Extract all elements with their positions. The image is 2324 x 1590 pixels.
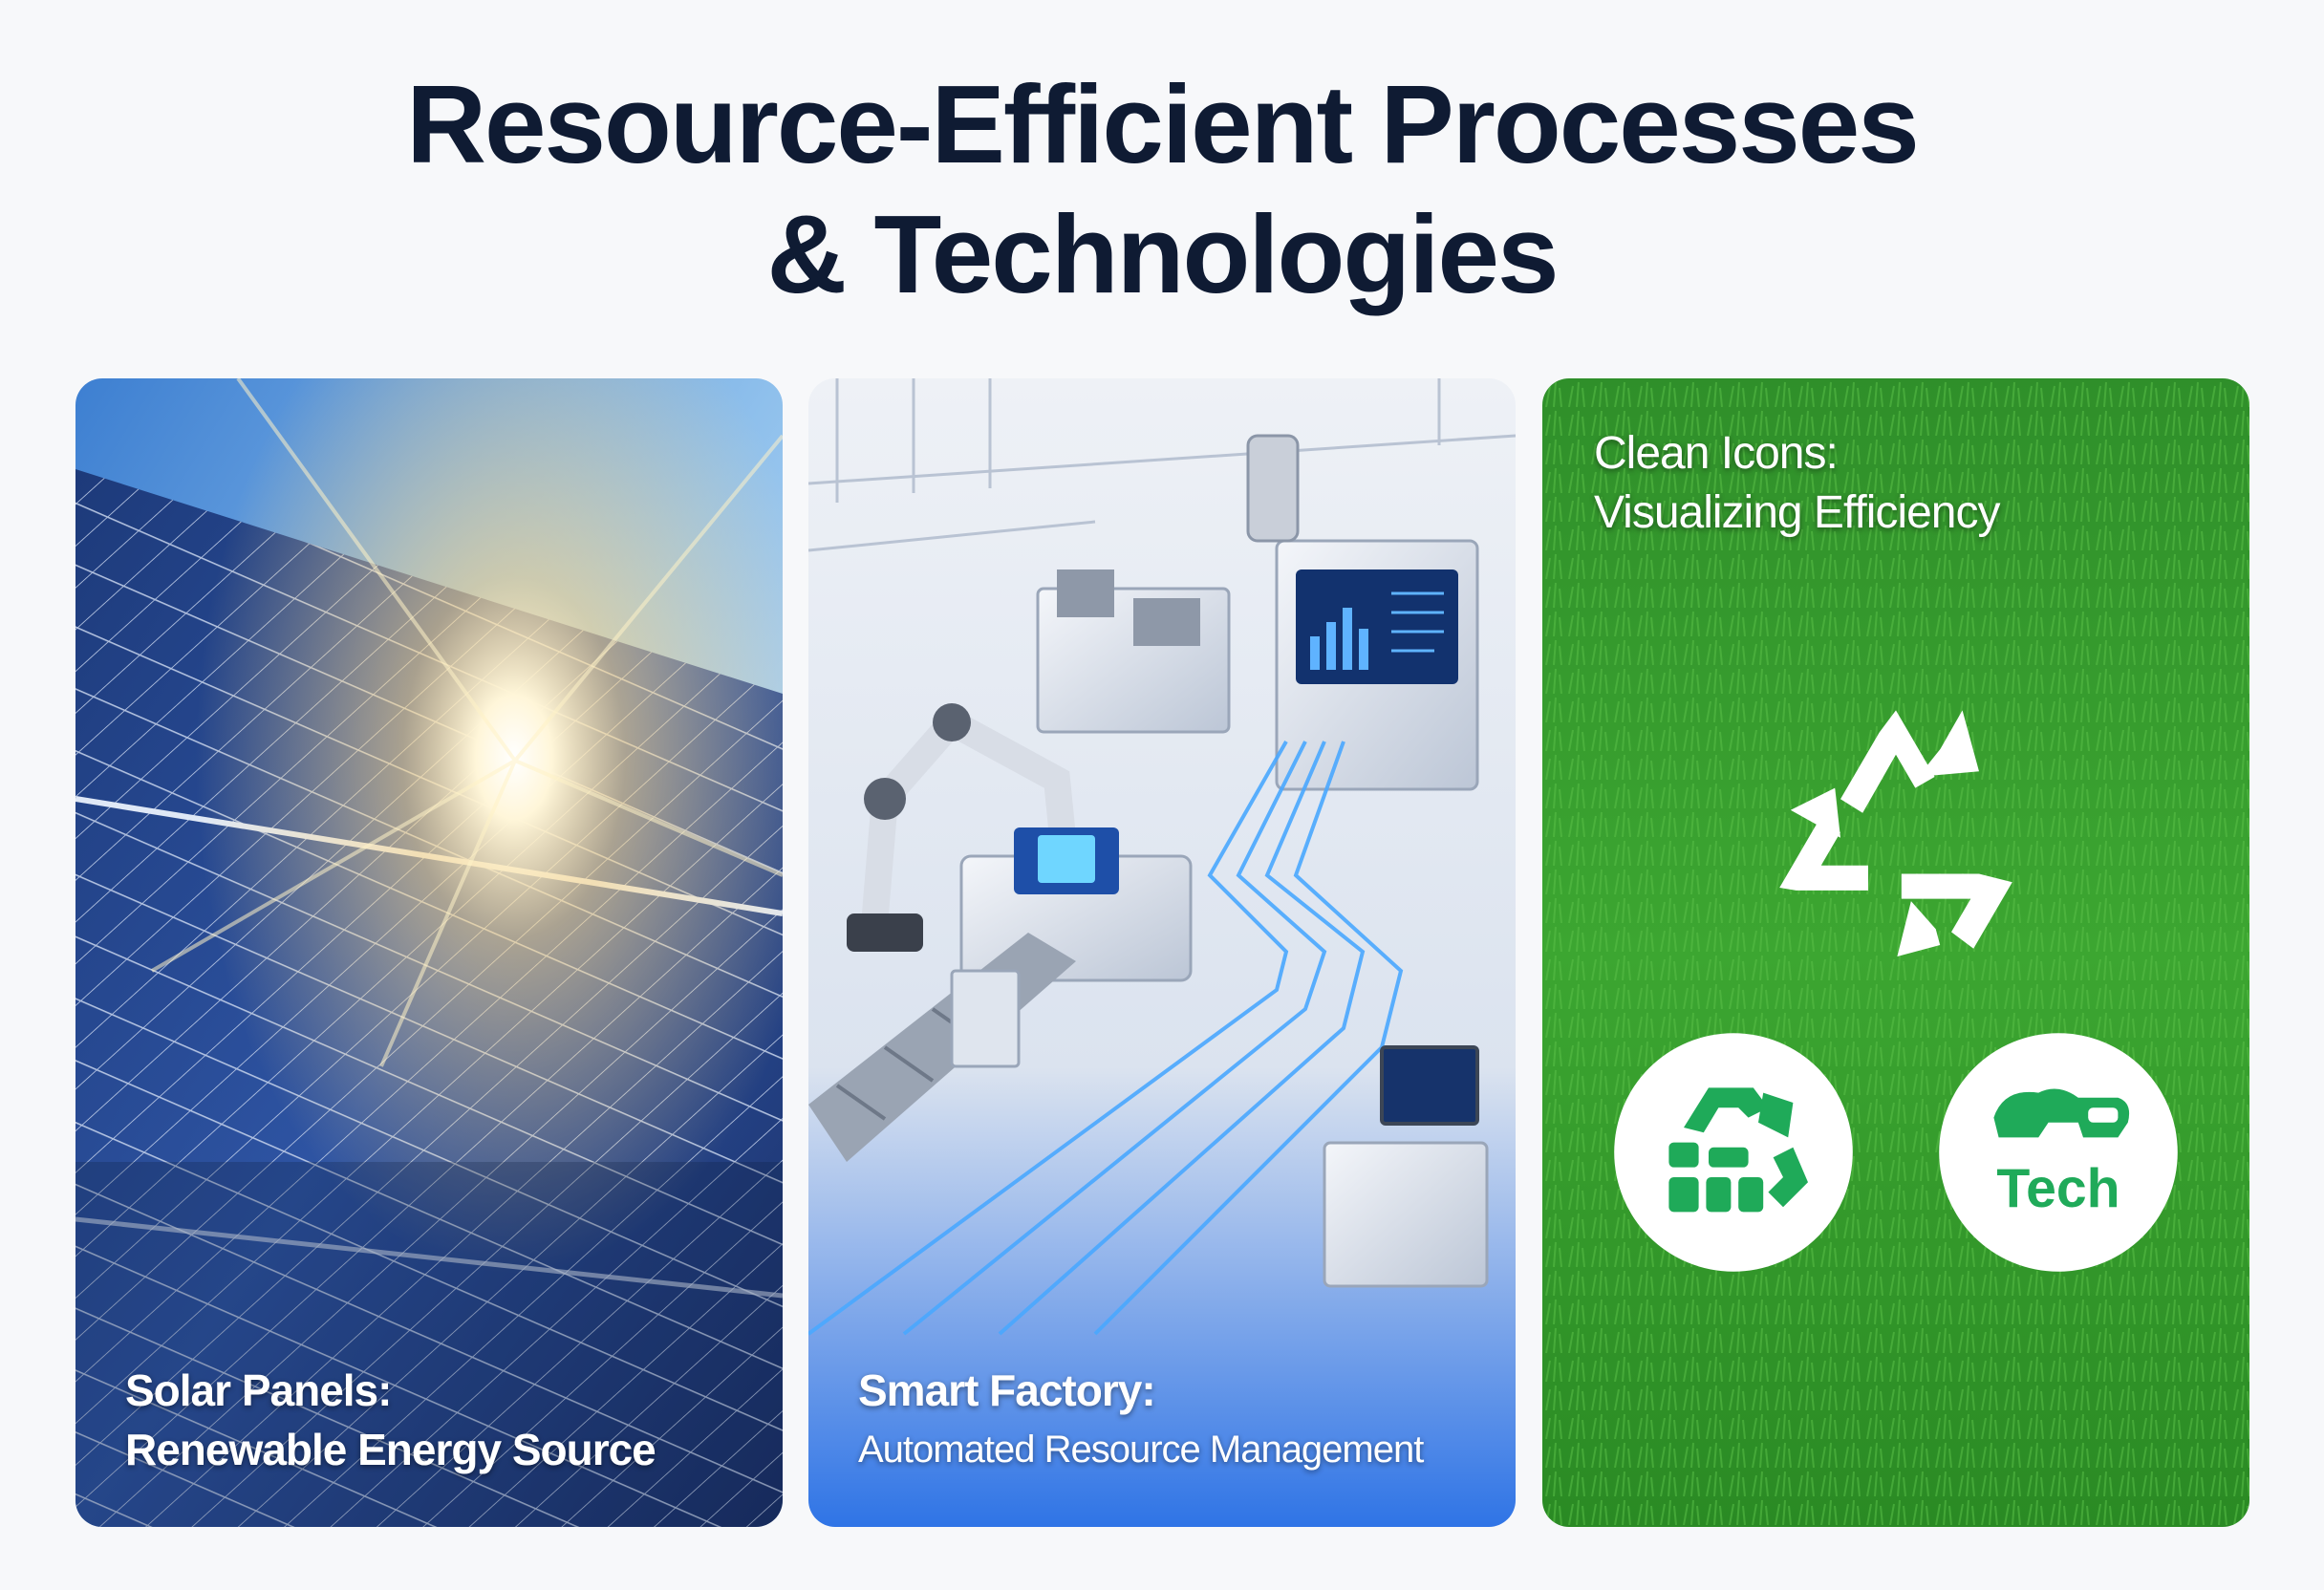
solar-caption-subtitle: Renewable Energy Source bbox=[125, 1425, 656, 1474]
recycle-blocks-icon bbox=[1614, 1033, 1853, 1272]
recycle-icon bbox=[1779, 710, 2012, 957]
factory-caption: Smart Factory: Automated Resource Manage… bbox=[858, 1361, 1424, 1479]
smart-factory-image bbox=[808, 378, 1516, 1527]
page-title-line1: Resource-Efficient Processes bbox=[406, 62, 1920, 186]
clean-caption-title: Clean Icons: bbox=[1594, 428, 1839, 479]
card-clean-icons: Clean Icons: Visualizing Efficiency bbox=[1542, 378, 2249, 1527]
clean-caption: Clean Icons: Visualizing Efficiency bbox=[1594, 424, 2000, 543]
solar-caption: Solar Panels: Renewable Energy Source bbox=[125, 1361, 656, 1479]
grass-background-image bbox=[1542, 378, 2249, 1527]
solar-caption-title: Solar Panels: bbox=[125, 1365, 392, 1415]
page-title-line2: & Technologies bbox=[766, 192, 1559, 316]
factory-caption-title: Smart Factory: bbox=[858, 1365, 1156, 1415]
solar-panels-image bbox=[75, 378, 783, 1527]
page-title: Resource-Efficient Processes & Technolog… bbox=[0, 59, 2324, 319]
tech-label: Tech bbox=[1996, 1158, 2120, 1219]
factory-caption-subtitle: Automated Resource Management bbox=[858, 1429, 1424, 1471]
clean-caption-subtitle: Visualizing Efficiency bbox=[1594, 487, 2000, 538]
card-solar-panels: Solar Panels: Renewable Energy Source bbox=[75, 378, 783, 1527]
tech-icon: Tech bbox=[1939, 1033, 2178, 1272]
card-smart-factory: Smart Factory: Automated Resource Manage… bbox=[808, 378, 1516, 1527]
